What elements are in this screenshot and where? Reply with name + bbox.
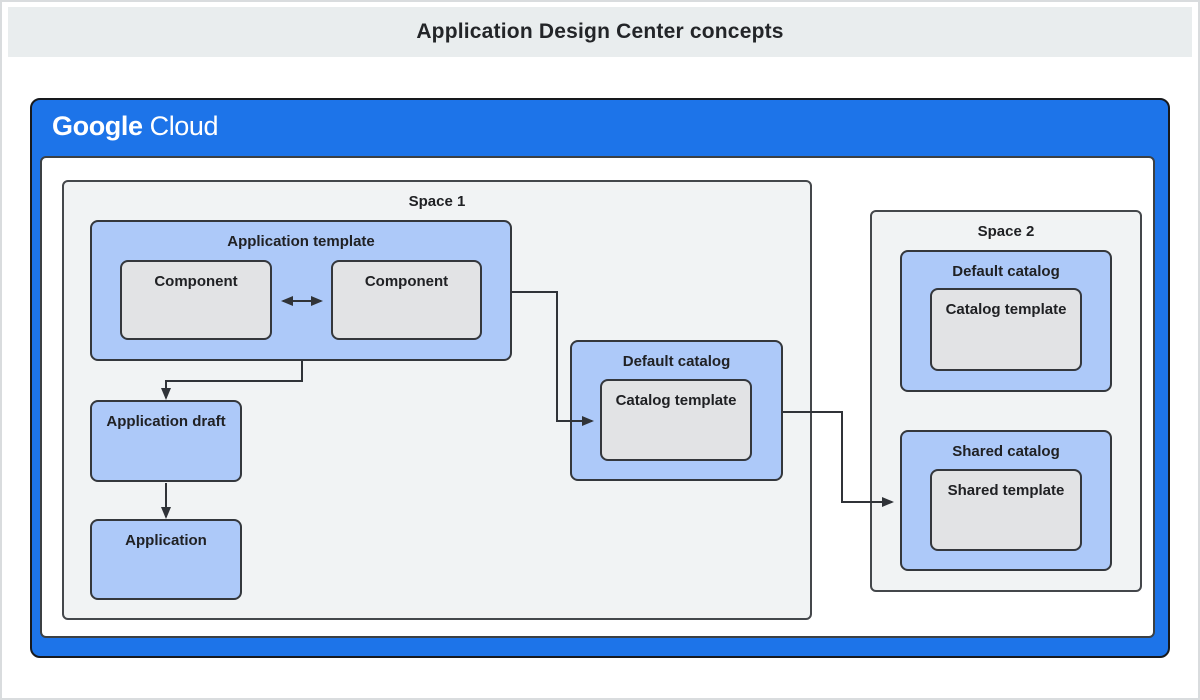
component-2-label: Component bbox=[364, 273, 449, 290]
application-box: Application bbox=[90, 519, 242, 600]
component-box-2: Component bbox=[331, 260, 482, 340]
space1-label: Space 1 bbox=[408, 193, 466, 210]
application-template-label: Application template bbox=[227, 233, 375, 250]
space2-catalog-template-box: Catalog template bbox=[930, 288, 1082, 371]
page-title: Application Design Center concepts bbox=[416, 20, 784, 43]
space2-label: Space 2 bbox=[977, 223, 1035, 240]
component-1-label: Component bbox=[154, 273, 238, 290]
application-label: Application bbox=[125, 532, 207, 549]
application-draft-label: Application draft bbox=[106, 413, 226, 430]
title-band: Application Design Center concepts bbox=[8, 7, 1192, 57]
shared-catalog-label: Shared catalog bbox=[952, 443, 1060, 460]
shared-template-label: Shared template bbox=[947, 482, 1065, 499]
space1-default-catalog-label: Default catalog bbox=[622, 353, 731, 370]
space1-catalog-template-box: Catalog template bbox=[600, 379, 752, 461]
space2-default-catalog-label: Default catalog bbox=[952, 263, 1060, 280]
google-logo-text: Google bbox=[52, 111, 143, 141]
space2-catalog-template-label: Catalog template bbox=[945, 301, 1067, 318]
application-draft-box: Application draft bbox=[90, 400, 242, 482]
cloud-logo-text: Cloud bbox=[149, 111, 219, 141]
space1-catalog-template-label: Catalog template bbox=[615, 392, 737, 409]
component-box-1: Component bbox=[120, 260, 272, 340]
shared-template-box: Shared template bbox=[930, 469, 1082, 551]
